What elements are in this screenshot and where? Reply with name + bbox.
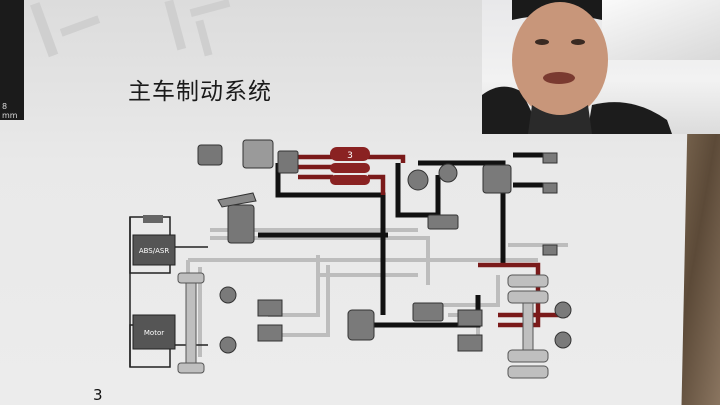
reservoir-2 (330, 163, 370, 173)
spring-brake-chamber-icon (407, 169, 429, 191)
front-left-modulator-icon (219, 286, 237, 304)
abs-asr-unit (132, 234, 176, 266)
control-units: ABS/ASR Motor (132, 215, 176, 350)
brake-pedal-icon (217, 192, 257, 208)
rear-abs-valve-2-icon (457, 334, 483, 352)
presenter-shoulder-left (482, 86, 542, 134)
front-abs-valve-1-icon (257, 299, 283, 317)
test-connector-icon (542, 244, 558, 256)
abs-asr-label: ABS/ASR (139, 247, 170, 255)
front-axle-icon (185, 272, 197, 374)
load-sensing-valve-icon (347, 309, 375, 341)
sensor-block-icon (143, 215, 163, 223)
rear-wheel-bottom-1-icon (507, 349, 549, 363)
control-valve-icon (438, 163, 458, 183)
valves (219, 152, 572, 354)
brake-pedal-valve-icon (227, 204, 255, 244)
reservoir-3 (330, 175, 370, 185)
rear-wheel-top-1-icon (507, 274, 549, 288)
front-abs-valve-2-icon (257, 324, 283, 342)
trailer-control-valve-icon (482, 164, 512, 194)
axles (177, 272, 549, 379)
four-circuit-valve-icon (277, 150, 299, 174)
brake-valve (217, 192, 257, 244)
ceiling-background (602, 0, 720, 60)
presenter-shoulder-right (587, 102, 672, 134)
brake-system-diagram: 3 ABS/ASR Motor (129, 139, 572, 379)
motor-label: Motor (144, 329, 164, 337)
front-wheel-top-icon (177, 272, 205, 284)
reservoir-label: 3 (347, 151, 353, 161)
rear-wheel-bottom-2-icon (507, 365, 549, 379)
presenter-neck (528, 105, 592, 134)
rear-relay-valve-icon (412, 302, 444, 322)
presenter-eye-right (571, 39, 585, 45)
air-lines-dark (258, 152, 548, 328)
compressor-icon (197, 144, 223, 166)
left-dark-strip: 8 mm (0, 0, 24, 120)
presenter-mouth (543, 72, 575, 84)
rear-abs-valve-1-icon (457, 309, 483, 327)
air-supply-components (197, 139, 299, 174)
presenter-video (482, 0, 672, 134)
relay-valve-icon (427, 214, 459, 230)
rear-brake-chamber-2-icon (554, 331, 572, 349)
front-right-modulator-icon (219, 336, 237, 354)
air-dryer-icon (242, 139, 274, 169)
left-strip-text: 8 mm (2, 102, 18, 120)
coupling-head-1-icon (542, 152, 558, 164)
coupling-head-2-icon (542, 182, 558, 194)
rear-wheel-top-2-icon (507, 290, 549, 304)
motor-unit (132, 314, 176, 350)
rear-brake-chamber-1-icon (554, 301, 572, 319)
webcam-overlay (482, 0, 720, 134)
front-wheel-bottom-icon (177, 362, 205, 374)
reservoir-1 (330, 147, 370, 161)
presenter-face (512, 2, 608, 118)
rear-axle-icon (522, 302, 534, 351)
air-reservoirs: 3 (330, 147, 370, 185)
page-number: 3 (93, 386, 103, 404)
presenter-eye-left (535, 39, 549, 45)
watermark-graphic (30, 0, 231, 58)
page-title: 主车制动系统 (128, 79, 272, 105)
